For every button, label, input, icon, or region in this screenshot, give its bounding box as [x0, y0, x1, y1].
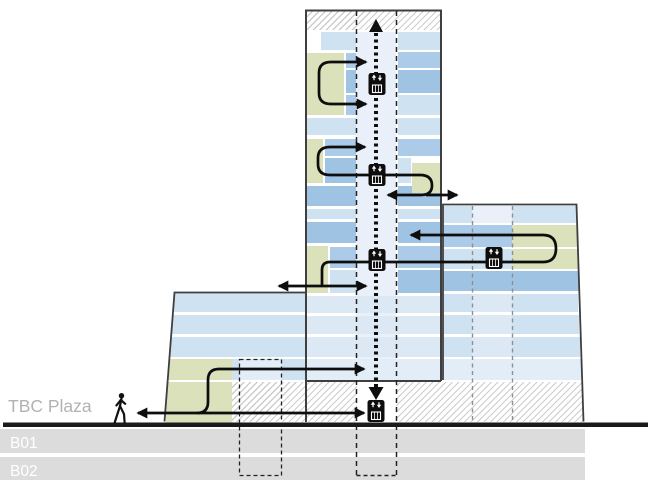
floor-cell [307, 186, 356, 206]
basement-1-label: B01 [10, 435, 38, 452]
floor-cell [307, 222, 356, 243]
floor-cell [307, 118, 356, 135]
floor-cell [307, 296, 440, 313]
left-wing-outline [163, 291, 306, 422]
floor-cell [0, 429, 585, 453]
path-upper-floors [317, 56, 368, 110]
floor-cell [512, 294, 578, 312]
ground-line [3, 422, 648, 427]
floor-cell [472, 206, 512, 223]
floor-cell [325, 158, 356, 183]
floor-cell [346, 70, 356, 93]
floor-cell [169, 315, 306, 334]
right-wing-grid-dashed-lines [471, 206, 514, 421]
plaza-label: TBC Plaza [8, 396, 92, 416]
floor-cell [443, 271, 579, 291]
elevator-icon [485, 247, 503, 269]
tower-outline [305, 9, 442, 422]
elevator-icon [368, 73, 386, 95]
floor-cell [398, 118, 440, 135]
floor-cell [307, 316, 440, 334]
path-escalator-level1 [196, 363, 366, 415]
floor-cell [398, 270, 440, 293]
floor-cell [512, 315, 579, 334]
floor-cell [398, 158, 411, 183]
floor-cell [168, 337, 306, 357]
floor-cell [512, 249, 578, 269]
basement-void-dashed-box [238, 358, 283, 477]
floor-cell [398, 139, 440, 156]
path-mid-floors [316, 141, 434, 201]
down-arrow-icon [368, 387, 384, 400]
up-arrow-icon [369, 19, 383, 32]
path-skybridge-loop [320, 229, 558, 286]
floor-cell [472, 294, 512, 312]
floor-cell [398, 70, 440, 93]
elevator-icons [367, 73, 503, 422]
elevator-icon [367, 400, 385, 422]
floor-cell [398, 52, 440, 68]
floor-cell [307, 337, 440, 357]
floor-cell [512, 206, 576, 223]
floor-cell [443, 294, 472, 312]
floor-cell [412, 163, 440, 193]
floor-cell [307, 209, 356, 219]
elevator-icon [368, 164, 386, 186]
floor-cell [472, 315, 512, 334]
left-wing-slant-mask [148, 291, 174, 425]
right-wing-slant-mask [576, 203, 650, 425]
floor-cell [443, 206, 472, 223]
floor-cell [443, 359, 581, 380]
floor-cell [443, 337, 472, 357]
elevator-icon [368, 249, 386, 271]
circulation-paths [136, 56, 558, 419]
floor-cell [0, 457, 585, 480]
floor-cell [472, 337, 512, 357]
floor-cell [307, 11, 440, 30]
basement-2-label: B02 [10, 463, 38, 480]
floor-cell [346, 53, 356, 68]
building-outlines [163, 9, 585, 422]
floor-cell [398, 209, 440, 219]
floor-cell [398, 95, 440, 115]
floor-cell [307, 359, 440, 380]
floor-cell [512, 337, 580, 357]
floor-cell [170, 293, 306, 312]
floor-cell [167, 359, 232, 380]
floor-cell [398, 32, 440, 50]
walking-person-icon [113, 393, 127, 424]
right-wing-outline [442, 203, 585, 422]
floor-cell [321, 32, 356, 50]
floor-cell [443, 315, 472, 334]
